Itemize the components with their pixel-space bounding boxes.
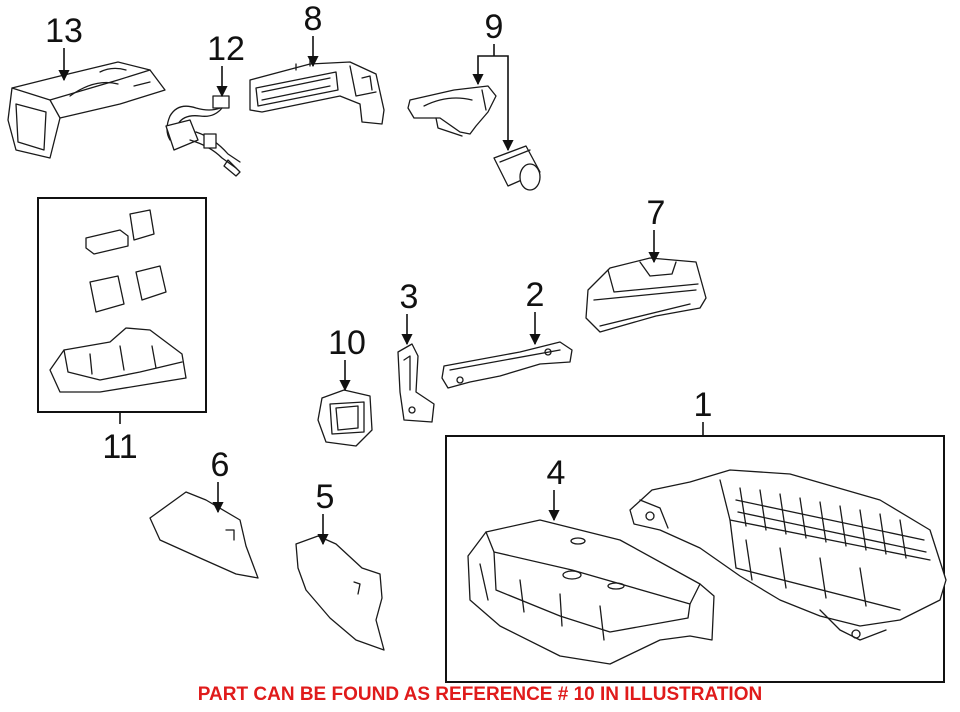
part-12-harness[interactable] [165, 95, 241, 177]
part-10-module[interactable] [317, 389, 373, 447]
part-11-group-box [37, 197, 207, 413]
part-6-pad[interactable] [149, 491, 259, 579]
part-13-cover[interactable] [7, 61, 166, 159]
part-11-relay-box[interactable] [49, 327, 187, 393]
part-8-duct[interactable] [249, 59, 385, 125]
part-9-duct[interactable] [407, 85, 497, 137]
callout-9: 9 [485, 8, 504, 46]
arrow-9-left [472, 55, 494, 86]
callout-6: 6 [211, 446, 230, 484]
callout-5: 5 [316, 478, 335, 516]
part-5-pad[interactable] [295, 535, 385, 651]
part-11-relays[interactable] [85, 209, 167, 313]
part-9-fan[interactable] [493, 145, 541, 191]
arrow-9-right [494, 55, 514, 152]
part-1-group-box [445, 435, 945, 683]
callout-10: 10 [328, 324, 366, 362]
callout-7: 7 [647, 194, 666, 232]
callout-12: 12 [207, 30, 245, 68]
callout-2: 2 [526, 276, 545, 314]
part-3-bracket[interactable] [397, 343, 435, 423]
callout-3: 3 [400, 278, 419, 316]
callout-4: 4 [547, 454, 566, 492]
part-4-tray-cover[interactable] [467, 519, 715, 665]
part-7-cover[interactable] [585, 257, 707, 333]
battery-module[interactable] [629, 469, 947, 641]
callout-1: 1 [694, 386, 713, 424]
callout-11: 11 [102, 428, 137, 466]
callout-13: 13 [45, 12, 83, 50]
footnote-text: PART CAN BE FOUND AS REFERENCE # 10 IN I… [198, 684, 762, 705]
callout-8: 8 [304, 0, 323, 38]
part-2-bracket[interactable] [441, 341, 573, 389]
